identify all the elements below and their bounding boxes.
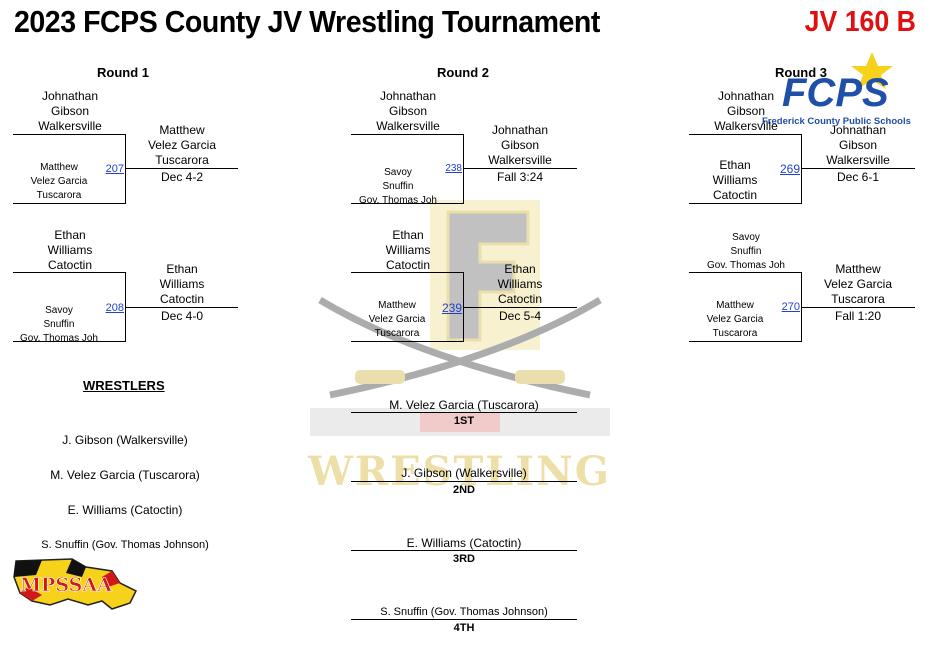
bout-238-result: Fall 3:24: [496, 170, 544, 184]
bout-270-link[interactable]: 270: [781, 301, 800, 313]
bout-207-link[interactable]: 207: [105, 163, 124, 175]
fcps-logo-text: FCPS: [782, 71, 889, 115]
placement-4-rank: 4TH: [453, 622, 475, 634]
bout-208-result: Dec 4-0: [160, 309, 204, 323]
round-2-header: Round 2: [437, 65, 489, 80]
bout-270-result: Fall 1:20: [834, 309, 882, 323]
fcps-logo: FCPS Frederick County Public Schools: [762, 52, 911, 127]
wrestler-item: J. Gibson (Walkersville): [62, 433, 188, 447]
weight-class-label: JV 160 B: [804, 6, 916, 38]
placement-2-rank: 2ND: [452, 484, 475, 496]
wrestler-item: M. Velez Garcia (Tuscarora): [50, 468, 200, 482]
round-1-header: Round 1: [97, 65, 149, 80]
bout-269-result: Dec 6-1: [836, 170, 880, 184]
watermark-word: WRESTLING: [308, 448, 611, 495]
placement-1-name: M. Velez Garcia (Tuscarora): [389, 398, 539, 412]
fcps-logo-subtitle: Frederick County Public Schools: [762, 116, 911, 127]
wrestlers-heading: WRESTLERS: [83, 378, 165, 393]
round-3-header: Round 3: [775, 65, 827, 80]
wrestler-item: S. Snuffin (Gov. Thomas Johnson): [41, 539, 209, 551]
placement-2-name: J. Gibson (Walkersville): [401, 466, 527, 480]
page-title: 2023 FCPS County JV Wrestling Tournament: [14, 4, 600, 39]
placement-4-name: S. Snuffin (Gov. Thomas Johnson): [380, 606, 548, 618]
wrestler-item: E. Williams (Catoctin): [67, 503, 183, 517]
bout-269-link[interactable]: 269: [779, 162, 800, 176]
bout-207-result: Dec 4-2: [160, 170, 204, 184]
mpssaa-logo-text: MPSSAA: [20, 574, 112, 596]
bout-239-result: Dec 5-4: [498, 309, 542, 323]
bout-238-link[interactable]: 238: [445, 163, 462, 174]
bout-239-link[interactable]: 239: [441, 301, 462, 315]
placement-3-rank: 3RD: [452, 553, 475, 565]
placement-3-name: E. Williams (Catoctin): [406, 536, 522, 550]
placement-1-rank: 1ST: [453, 415, 475, 427]
bout-208-link[interactable]: 208: [105, 302, 124, 314]
mpssaa-logo: MPSSAA: [13, 558, 138, 610]
